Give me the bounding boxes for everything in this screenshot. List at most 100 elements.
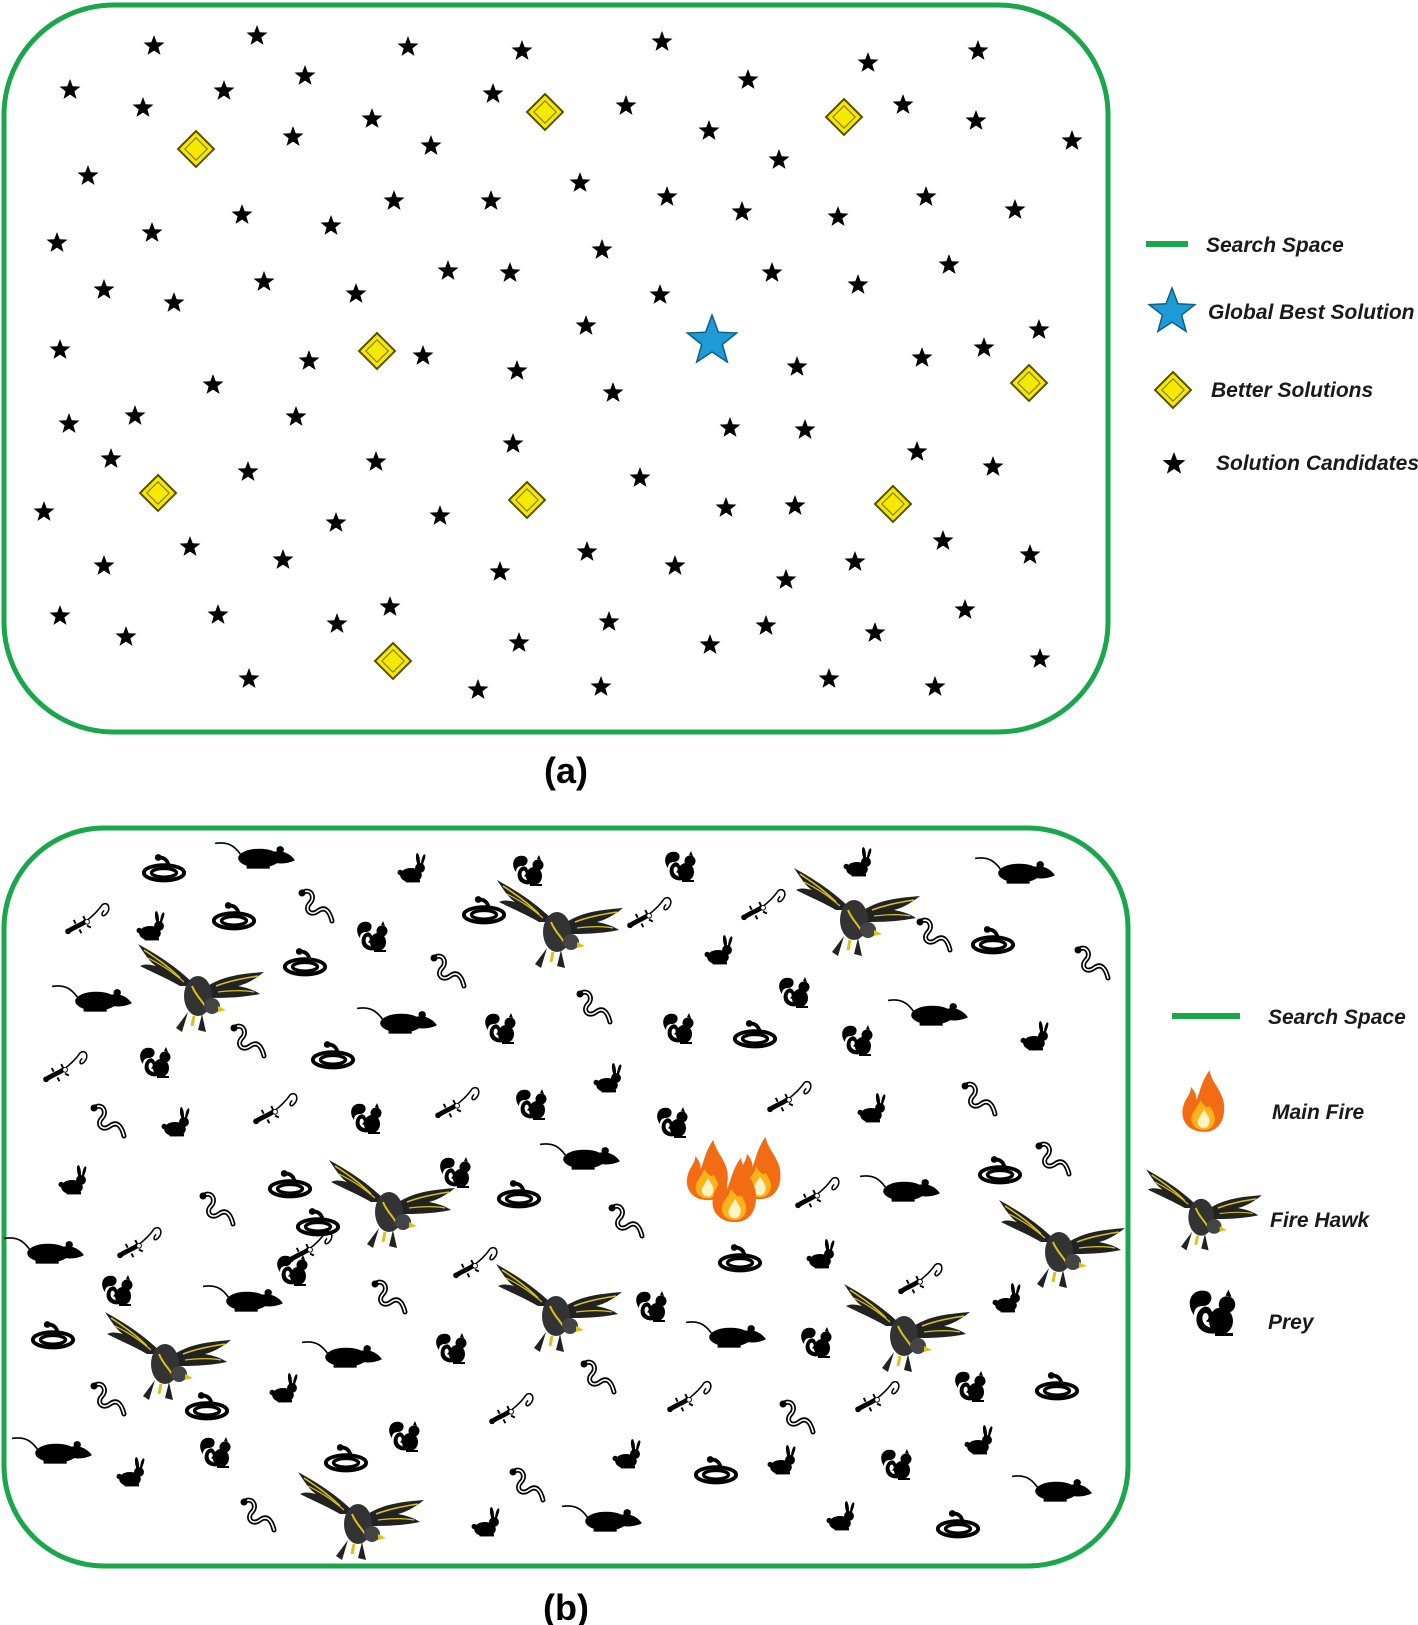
snake-icon bbox=[917, 919, 951, 951]
rabbit-icon bbox=[59, 1165, 87, 1194]
snake-icon bbox=[780, 1401, 814, 1433]
coiled-snake-icon bbox=[326, 1444, 366, 1470]
rabbit-icon bbox=[768, 1445, 796, 1474]
lizard-icon bbox=[489, 1394, 533, 1424]
rabbit-icon bbox=[162, 1107, 190, 1136]
coiled-snake-icon bbox=[973, 926, 1013, 952]
lizard-icon bbox=[288, 1232, 332, 1262]
snake-icon bbox=[200, 1193, 234, 1225]
snake-icon bbox=[1075, 947, 1109, 979]
hawk-icon bbox=[844, 1284, 970, 1372]
rabbit-icon bbox=[858, 1093, 886, 1122]
squirrel-icon bbox=[102, 1275, 132, 1306]
squirrel-icon bbox=[779, 977, 809, 1008]
mouse-icon bbox=[302, 1342, 382, 1368]
squirrel-icon bbox=[955, 1371, 985, 1402]
mouse-icon bbox=[686, 1322, 766, 1348]
coiled-snake-icon bbox=[313, 1041, 353, 1067]
coiled-snake-icon bbox=[464, 896, 504, 922]
coiled-snake-icon bbox=[720, 1244, 760, 1270]
legend-fire-hawk-label: Fire Hawk bbox=[1270, 1209, 1371, 1232]
squirrel-icon bbox=[357, 921, 387, 952]
coiled-snake-icon bbox=[214, 902, 254, 928]
lizard-icon bbox=[43, 1052, 87, 1082]
snake-icon bbox=[581, 1361, 615, 1393]
lizard-icon bbox=[65, 904, 109, 934]
rabbit-icon bbox=[965, 1425, 993, 1454]
rabbit-icon bbox=[1021, 1021, 1049, 1050]
rabbit-icon bbox=[270, 1373, 298, 1402]
snake-icon bbox=[91, 1383, 125, 1415]
coiled-snake-icon bbox=[144, 854, 184, 880]
hawk-icon bbox=[105, 1312, 231, 1400]
squirrel-icon bbox=[842, 1025, 872, 1056]
squirrel-icon bbox=[657, 1107, 687, 1138]
fire-icon bbox=[1182, 1070, 1224, 1132]
coiled-snake-icon bbox=[1037, 1372, 1077, 1398]
squirrel-icon bbox=[389, 1421, 419, 1452]
lizard-icon bbox=[453, 1248, 497, 1278]
snake-icon bbox=[299, 890, 333, 922]
mouse-icon bbox=[888, 1000, 968, 1026]
hawk-icon bbox=[329, 1160, 455, 1248]
snake-icon bbox=[510, 1469, 544, 1501]
mouse-icon bbox=[860, 1176, 940, 1202]
squirrel-icon bbox=[516, 1089, 546, 1120]
mouse-icon bbox=[357, 1008, 437, 1034]
main-fire bbox=[687, 1137, 781, 1222]
squirrel-icon bbox=[801, 1327, 831, 1358]
rabbit-icon bbox=[613, 1439, 641, 1468]
snake-icon bbox=[609, 1205, 643, 1237]
lizard-icon bbox=[855, 1382, 899, 1412]
rabbit-icon bbox=[993, 1283, 1021, 1312]
squirrel-icon bbox=[665, 851, 695, 882]
squirrel-icon bbox=[513, 855, 543, 886]
mouse-icon bbox=[562, 1506, 642, 1532]
coiled-snake-icon bbox=[33, 1321, 73, 1347]
coiled-snake-icon bbox=[285, 948, 325, 974]
lizard-icon bbox=[667, 1382, 711, 1412]
snake-icon bbox=[241, 1499, 275, 1531]
rabbit-icon bbox=[472, 1507, 500, 1536]
hawk-icon bbox=[138, 944, 264, 1032]
legend-search-space-label: Search Space bbox=[1268, 1006, 1406, 1029]
mouse-icon bbox=[203, 1286, 283, 1312]
coiled-snake-icon bbox=[735, 1020, 775, 1046]
mouse-icon bbox=[1012, 1476, 1092, 1502]
rabbit-icon bbox=[807, 1239, 835, 1268]
coiled-snake-icon bbox=[499, 1180, 539, 1206]
coiled-snake-icon bbox=[980, 1156, 1020, 1182]
snake-icon bbox=[91, 1105, 125, 1137]
lizard-icon bbox=[117, 1228, 161, 1258]
lizard-icon bbox=[898, 1264, 942, 1294]
rabbit-icon bbox=[398, 853, 426, 882]
squirrel-icon bbox=[351, 1103, 381, 1134]
squirrel-icon bbox=[440, 1157, 470, 1188]
mouse-icon bbox=[215, 843, 295, 869]
hawk-icon bbox=[497, 880, 623, 968]
coiled-snake-icon bbox=[187, 1392, 227, 1418]
mouse-icon bbox=[540, 1144, 620, 1170]
squirrel-icon bbox=[1190, 1290, 1235, 1337]
rabbit-icon bbox=[827, 1501, 855, 1530]
hawk-icon bbox=[999, 1200, 1125, 1288]
legend-b: Search Space Main Fire Fire Hawk Prey bbox=[1146, 1006, 1406, 1336]
rabbit-icon bbox=[137, 911, 165, 940]
squirrel-icon bbox=[436, 1333, 466, 1364]
mouse-icon bbox=[12, 1438, 92, 1464]
snake-icon bbox=[1036, 1143, 1070, 1175]
squirrel-icon bbox=[200, 1437, 230, 1468]
lizard-icon bbox=[767, 1082, 811, 1112]
hawk-icon bbox=[794, 868, 920, 956]
mouse-icon bbox=[52, 986, 132, 1012]
rabbit-icon bbox=[705, 935, 733, 964]
squirrel-icon bbox=[140, 1047, 170, 1078]
rabbit-icon bbox=[594, 1063, 622, 1092]
squirrel-icon bbox=[881, 1449, 911, 1480]
snake-icon bbox=[431, 955, 465, 987]
squirrel-icon bbox=[663, 1013, 693, 1044]
legend-main-fire-label: Main Fire bbox=[1272, 1101, 1365, 1124]
squirrel-icon bbox=[636, 1291, 666, 1322]
hawk-icon bbox=[496, 1264, 622, 1352]
